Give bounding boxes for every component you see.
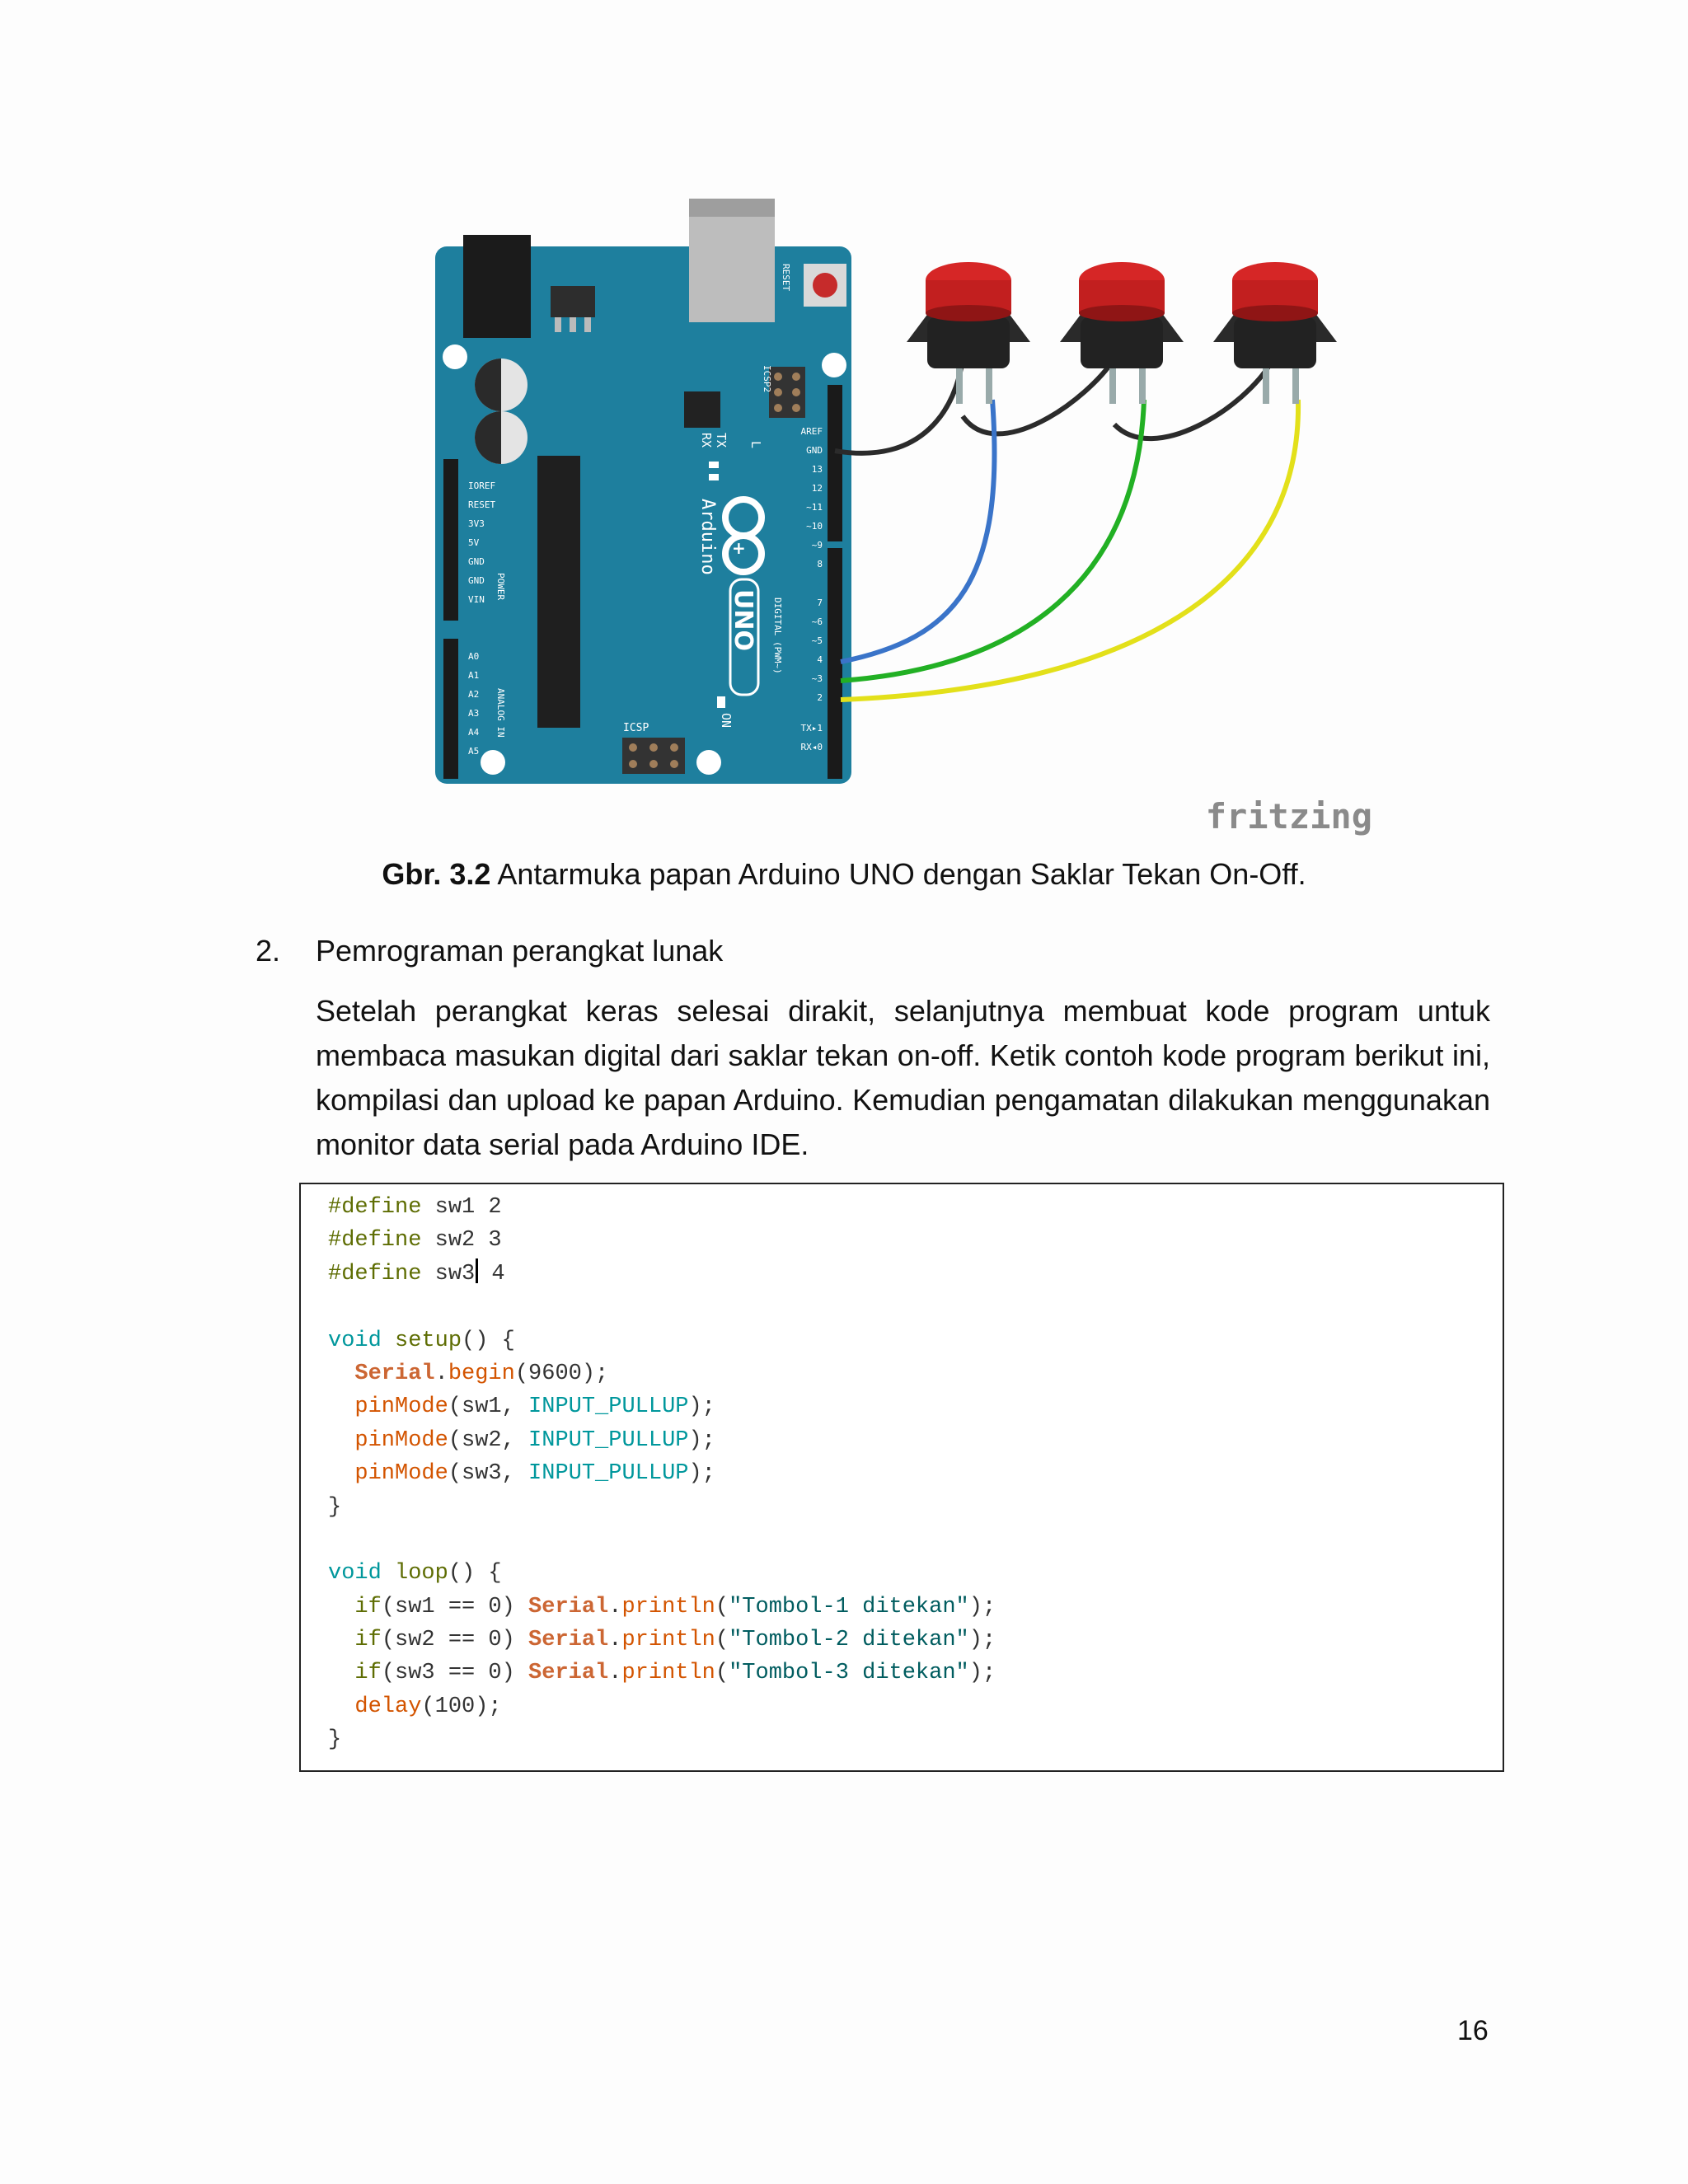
caption-label: Gbr. 3.2 — [382, 857, 491, 891]
code-line-14: if(sw2 == 0) Serial.println("Tombol-2 di… — [354, 1628, 996, 1653]
code-line-4 — [328, 1291, 996, 1324]
push-button-2 — [1060, 262, 1184, 404]
rx-label: RX — [699, 433, 714, 448]
l-label: L — [748, 441, 763, 448]
svg-text:A5: A5 — [468, 746, 479, 757]
push-button-3 — [1213, 262, 1337, 404]
digital-header-bottom — [828, 548, 842, 779]
svg-text:7: 7 — [817, 598, 823, 608]
svg-text:12: 12 — [812, 483, 823, 494]
code-listing: #define sw1 2 #define sw2 3 #define sw3 4 v… — [299, 1183, 1504, 1772]
code-line-10: } — [328, 1494, 342, 1520]
text-cursor — [476, 1258, 479, 1283]
analog-header — [443, 639, 458, 779]
ground-wire-3 — [1112, 361, 1273, 442]
digital-header-top — [828, 385, 842, 541]
reset-label: RESET — [781, 264, 791, 291]
digital-label: DIGITAL (PWM~) — [772, 598, 783, 674]
svg-text:8: 8 — [817, 559, 823, 569]
arduino-logo: + UNO Arduino — [697, 496, 765, 696]
svg-text:+: + — [732, 538, 746, 558]
page-number: 16 — [1457, 2015, 1489, 2046]
power-pin-labels: IOREF RESET 3V3 5V GND GND VIN — [468, 480, 495, 605]
wire-sw2-pin3 — [840, 399, 1146, 683]
arduino-wiring-figure: RESET ICSP2 ICSP IOREF RESET 3V3 5V GND … — [429, 194, 1376, 845]
icsp2-label: ICSP2 — [762, 365, 772, 392]
svg-text:A3: A3 — [468, 708, 479, 719]
voltage-regulator — [551, 286, 595, 317]
wire-sw1-pin4 — [840, 399, 997, 664]
arduino-brand-label: Arduino — [697, 499, 718, 575]
svg-text:13: 13 — [812, 464, 823, 475]
digital-pin-labels: AREF GND 13 12 ~11 ~10 ~9 8 7 ~6 ~5 4 ~3… — [801, 426, 823, 752]
code-line-9: pinMode(sw3, INPUT_PULLUP); — [354, 1461, 715, 1487]
section-title: Pemrograman perangkat lunak — [316, 934, 724, 968]
code-line-3: #define sw3 4 — [328, 1258, 996, 1291]
svg-text:A1: A1 — [468, 670, 479, 681]
code-line-15: if(sw3 == 0) Serial.println("Tombol-3 di… — [354, 1661, 996, 1686]
code-line-7: pinMode(sw1, INPUT_PULLUP); — [354, 1394, 715, 1420]
caption-text: Antarmuka papan Arduino UNO dengan Sakla… — [490, 857, 1306, 891]
svg-text:A4: A4 — [468, 727, 480, 738]
power-header — [443, 459, 458, 621]
ground-wire-2 — [960, 357, 1117, 437]
code-line-1: #define sw1 2 — [328, 1195, 502, 1220]
svg-text:RX◂0: RX◂0 — [801, 742, 823, 752]
list-number: 2. — [256, 934, 281, 968]
svg-text:GND: GND — [468, 575, 485, 586]
dc-jack — [463, 235, 531, 338]
body-paragraph: Setelah perangkat keras selesai dirakit,… — [316, 994, 1490, 1161]
analog-pin-labels: A0 A1 A2 A3 A4 A5 — [468, 651, 480, 757]
wire-sw3-pin2 — [840, 399, 1301, 702]
analog-in-label: ANALOG IN — [495, 688, 506, 738]
icsp-header — [622, 738, 685, 774]
icsp-label: ICSP — [623, 722, 649, 734]
svg-text:A2: A2 — [468, 689, 479, 700]
code-line-2: #define sw2 3 — [328, 1228, 502, 1254]
code-block: #define sw1 2 #define sw2 3 #define sw3 4 v… — [328, 1191, 996, 1757]
svg-text:A0: A0 — [468, 651, 479, 662]
svg-text:RESET: RESET — [468, 499, 495, 510]
svg-text:~10: ~10 — [806, 521, 823, 532]
uno-label: UNO — [729, 589, 757, 651]
on-label: ON — [719, 713, 734, 728]
svg-text:VIN: VIN — [468, 594, 485, 605]
tx-label: TX — [714, 433, 729, 448]
svg-text:~5: ~5 — [812, 635, 823, 646]
fritzing-watermark: fritzing — [1206, 796, 1372, 837]
svg-text:3V3: 3V3 — [468, 518, 485, 529]
code-line-8: pinMode(sw2, INPUT_PULLUP); — [354, 1427, 715, 1453]
arduino-wiring-diagram: RESET ICSP2 ICSP IOREF RESET 3V3 5V GND … — [435, 199, 1372, 837]
svg-text:5V: 5V — [468, 537, 480, 548]
figure-caption: Gbr. 3.2 Antarmuka papan Arduino UNO den… — [0, 857, 1688, 892]
code-line-6: Serial.begin(9600); — [354, 1361, 609, 1386]
code-line-17: } — [328, 1727, 342, 1753]
code-line-13: if(sw1 == 0) Serial.println("Tombol-1 di… — [354, 1594, 996, 1619]
atmega-chip — [537, 456, 580, 728]
usb-port — [689, 199, 775, 322]
svg-text:GND: GND — [806, 445, 823, 456]
code-line-11 — [328, 1524, 996, 1557]
svg-text:~9: ~9 — [812, 540, 823, 551]
svg-text:4: 4 — [817, 654, 823, 665]
svg-text:2: 2 — [817, 692, 823, 703]
svg-text:TX▸1: TX▸1 — [801, 723, 823, 733]
svg-text:~6: ~6 — [812, 616, 823, 627]
svg-text:~11: ~11 — [806, 502, 823, 513]
push-button-1 — [907, 262, 1030, 404]
svg-text:~3: ~3 — [812, 673, 823, 684]
power-label: POWER — [495, 573, 506, 600]
svg-text:GND: GND — [468, 556, 485, 567]
code-line-12: void loop() { — [328, 1561, 502, 1586]
ground-wire-1 — [834, 358, 965, 456]
code-line-5: void setup() { — [328, 1328, 515, 1353]
svg-text:AREF: AREF — [801, 426, 823, 437]
svg-text:IOREF: IOREF — [468, 480, 495, 491]
code-line-16: delay(100); — [354, 1694, 502, 1719]
